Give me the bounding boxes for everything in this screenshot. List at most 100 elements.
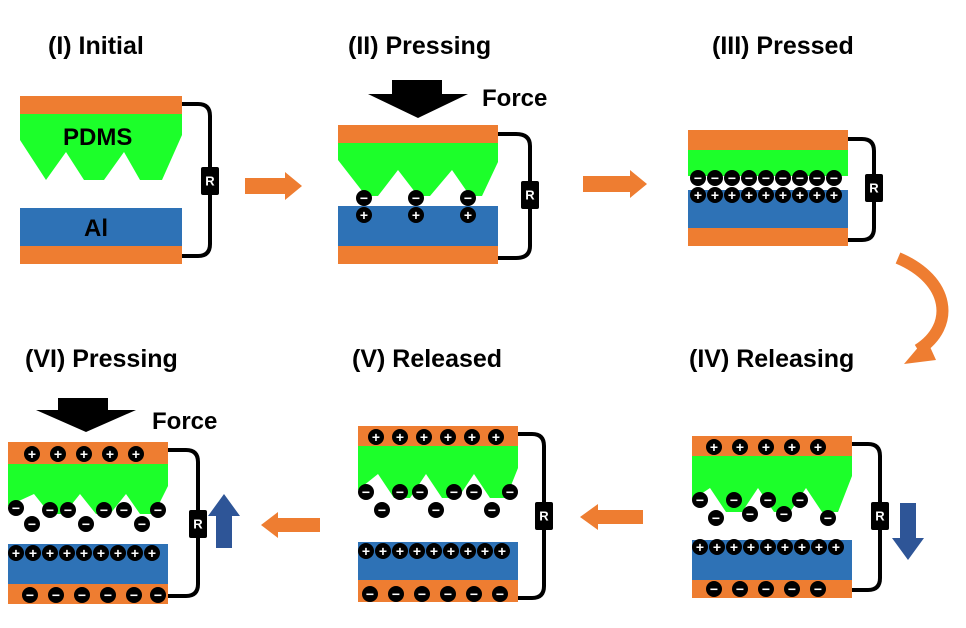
svg-text:+: + [694, 187, 702, 203]
resistor: R [201, 167, 219, 195]
charge-group: + + + + + − − − − − − − − + + + + + + + … [692, 439, 844, 597]
svg-text:+: + [813, 187, 821, 203]
svg-text:+: + [131, 545, 139, 561]
svg-text:+: + [814, 439, 822, 455]
svg-text:−: − [764, 492, 772, 508]
svg-text:+: + [815, 539, 823, 555]
svg-text:+: + [97, 545, 105, 561]
panel-releasing: (IV) Releasing R + + + + + − − − − − − −… [689, 345, 924, 598]
svg-text:−: − [470, 484, 478, 500]
flow-arrow [261, 512, 320, 538]
svg-text:−: − [396, 484, 404, 500]
force-arrow [368, 80, 468, 118]
panel-released: (V) Released R + + + + + + − − − − − − −… [352, 345, 553, 602]
panel-initial: (I) Initial R PDMS Al [20, 32, 219, 264]
svg-text:+: + [12, 545, 20, 561]
svg-text:−: − [796, 492, 804, 508]
svg-text:+: + [498, 543, 506, 559]
svg-text:+: + [396, 543, 404, 559]
charge-group: − − − − − − − − − + + + + + + + + + [690, 170, 842, 203]
svg-text:+: + [830, 187, 838, 203]
svg-text:−: − [496, 586, 504, 602]
svg-text:−: − [464, 190, 472, 206]
svg-text:+: + [798, 539, 806, 555]
svg-text:+: + [54, 446, 62, 462]
panel-title-pressing-2: (VI) Pressing [25, 345, 178, 373]
panel-pressing: (II) Pressing Force R − − − + + + [338, 32, 547, 264]
svg-text:−: − [154, 587, 162, 603]
svg-text:+: + [412, 207, 420, 223]
svg-text:−: − [710, 581, 718, 597]
svg-text:−: − [432, 502, 440, 518]
force-label: Force [482, 85, 547, 112]
svg-text:+: + [362, 543, 370, 559]
svg-text:+: + [779, 187, 787, 203]
svg-text:+: + [468, 429, 476, 445]
svg-text:−: − [762, 581, 770, 597]
svg-text:+: + [132, 446, 140, 462]
svg-text:+: + [762, 439, 770, 455]
svg-text:−: − [745, 170, 753, 186]
svg-text:−: − [711, 170, 719, 186]
svg-text:+: + [796, 187, 804, 203]
pdms-layer [358, 446, 518, 498]
flow-arrow [580, 504, 643, 530]
svg-text:R: R [205, 174, 215, 189]
svg-text:−: − [488, 502, 496, 518]
svg-text:+: + [781, 539, 789, 555]
svg-text:−: − [824, 510, 832, 526]
svg-text:−: − [130, 587, 138, 603]
svg-text:+: + [29, 545, 37, 561]
svg-text:−: − [506, 484, 514, 500]
svg-text:+: + [106, 446, 114, 462]
svg-text:+: + [420, 429, 428, 445]
top-electrode [688, 130, 848, 150]
up-motion-arrow [208, 494, 240, 548]
svg-text:+: + [80, 545, 88, 561]
bottom-electrode [20, 246, 182, 264]
svg-text:+: + [46, 545, 54, 561]
svg-text:+: + [481, 543, 489, 559]
svg-text:R: R [525, 188, 535, 203]
al-label: Al [84, 215, 108, 242]
svg-text:+: + [80, 446, 88, 462]
pdms-layer [8, 464, 168, 514]
svg-text:−: − [444, 586, 452, 602]
pdms-layer [20, 114, 182, 180]
svg-text:+: + [747, 539, 755, 555]
svg-text:−: − [412, 190, 420, 206]
svg-text:−: − [728, 170, 736, 186]
svg-text:−: − [780, 506, 788, 522]
bottom-electrode [688, 228, 848, 246]
charge-group: − − − + + + [356, 190, 476, 223]
curved-flow-arrow [895, 252, 949, 364]
svg-text:+: + [696, 539, 704, 555]
svg-text:+: + [736, 439, 744, 455]
resistor: R [865, 174, 883, 202]
svg-text:−: − [779, 170, 787, 186]
svg-text:+: + [379, 543, 387, 559]
svg-text:R: R [539, 509, 549, 524]
panel-pressed: (III) Pressed R − − − − − − − − − + + + … [688, 32, 883, 246]
svg-text:+: + [788, 439, 796, 455]
svg-text:−: − [28, 516, 36, 532]
resistor: R [521, 181, 539, 209]
svg-text:−: − [470, 586, 478, 602]
svg-text:−: − [154, 502, 162, 518]
svg-text:−: − [788, 581, 796, 597]
svg-text:+: + [713, 539, 721, 555]
svg-text:−: − [762, 170, 770, 186]
svg-text:+: + [430, 543, 438, 559]
svg-text:+: + [148, 545, 156, 561]
svg-text:+: + [114, 545, 122, 561]
svg-text:−: − [82, 516, 90, 532]
svg-text:+: + [444, 429, 452, 445]
svg-text:+: + [762, 187, 770, 203]
flow-arrow [583, 170, 647, 198]
force-arrow [36, 398, 136, 432]
svg-text:+: + [464, 207, 472, 223]
svg-text:+: + [372, 429, 380, 445]
svg-text:−: − [362, 484, 370, 500]
flow-arrow [245, 172, 302, 200]
panel-title-initial: (I) Initial [48, 32, 144, 60]
